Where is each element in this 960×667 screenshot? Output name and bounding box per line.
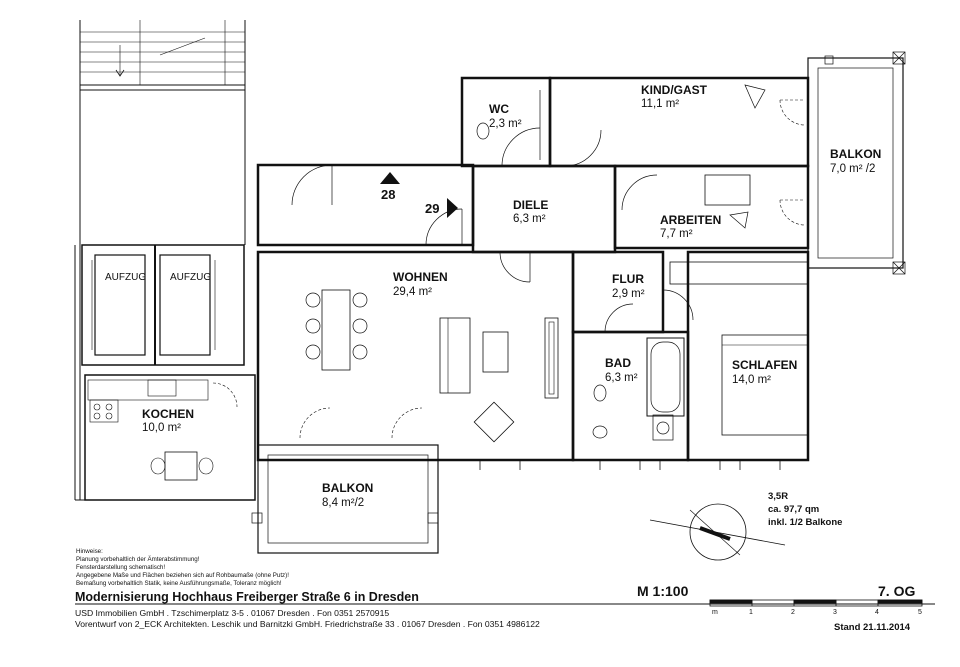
staircase [79, 20, 246, 86]
summary-rooms: 3,5R [768, 491, 789, 502]
arbeiten-label: ARBEITEN [660, 213, 722, 227]
balkon-right-area: 7,0 m² /2 [830, 163, 876, 175]
scalebar-tick-label: 1 [749, 609, 753, 616]
entry-corridor [256, 163, 475, 247]
plan-title: Modernisierung Hochhaus Freiberger Straß… [75, 590, 419, 604]
kind-gast-area: 11,1 m² [641, 98, 680, 110]
schlafen-label: SCHLAFEN [732, 358, 798, 372]
compass [649, 503, 786, 561]
marker-28-label: 28 [381, 187, 396, 202]
marker-28-arrow [380, 172, 400, 184]
scalebar-tick-label: 4 [875, 609, 879, 616]
schlafen-area: 14,0 m² [732, 374, 771, 386]
plan-scale: M 1:100 [637, 583, 689, 599]
bad-label: BAD [605, 356, 631, 370]
flur-area: 2,9 m² [612, 288, 645, 300]
arbeiten-area: 7,7 m² [660, 228, 693, 240]
bad-area: 6,3 m² [605, 372, 638, 384]
scalebar-tick-label: 2 [791, 609, 795, 616]
marker-29-label: 29 [425, 201, 440, 216]
wohnen-area: 29,4 m² [393, 286, 432, 298]
bad-room [571, 330, 690, 462]
architect-line: Vorentwurf von 2_ECK Architekten. Leschi… [75, 619, 540, 629]
notes-line: Planung vorbehaltlich der Ämterabstimmun… [76, 556, 200, 563]
notes-heading: Hinweise: [76, 548, 103, 555]
notes-line: Fensterdarstellung schematisch! [76, 564, 166, 571]
scalebar-tick-label: 3 [833, 609, 837, 616]
balcony-right [807, 51, 906, 275]
diele-label: DIELE [513, 198, 549, 212]
date-stamp: Stand 21.11.2014 [834, 622, 911, 633]
scale-bar [709, 599, 923, 607]
notes-line: Angegebene Maße und Flächen beziehen sic… [76, 572, 289, 579]
elevators [81, 244, 245, 366]
kochen-label: KOCHEN [142, 407, 195, 421]
window-marks [479, 460, 781, 470]
owner-line: USD Immobilien GmbH . Tzschimerplatz 3-5… [75, 608, 390, 618]
kind-gast-label: KIND/GAST [641, 83, 707, 97]
kochen-area: 10,0 m² [142, 422, 181, 434]
schlafen-room [669, 250, 810, 462]
wohnen-label: WOHNEN [393, 270, 448, 284]
summary-area: ca. 97,7 qm [768, 504, 820, 515]
elevator-2-label: AUFZUG [170, 272, 212, 283]
stairwell-shaft [74, 85, 255, 501]
floor-label: 7. OG [878, 583, 916, 599]
flur-label: FLUR [612, 272, 644, 286]
diele-area: 6,3 m² [513, 213, 546, 225]
balkon-bottom-label: BALKON [322, 481, 374, 495]
balcony-bottom [251, 444, 439, 554]
scalebar-tick-label: 5 [918, 609, 922, 616]
balkon-bottom-area: 8,4 m²/2 [322, 497, 365, 509]
wc-area: 2,3 m² [489, 118, 522, 130]
wc-label: WC [489, 102, 509, 116]
arbeiten-room [613, 164, 810, 250]
kitchen-area [84, 374, 256, 501]
marker-29-arrow [447, 198, 458, 218]
notes-line: Bemaßung vorbehaltlich Statik, keine Aus… [76, 580, 282, 587]
elevator-1-label: AUFZUG [105, 272, 147, 283]
balkon-right-label: BALKON [830, 147, 882, 161]
summary-note: inkl. 1/2 Balkone [768, 517, 843, 528]
scalebar-tick-label: m [712, 609, 718, 616]
